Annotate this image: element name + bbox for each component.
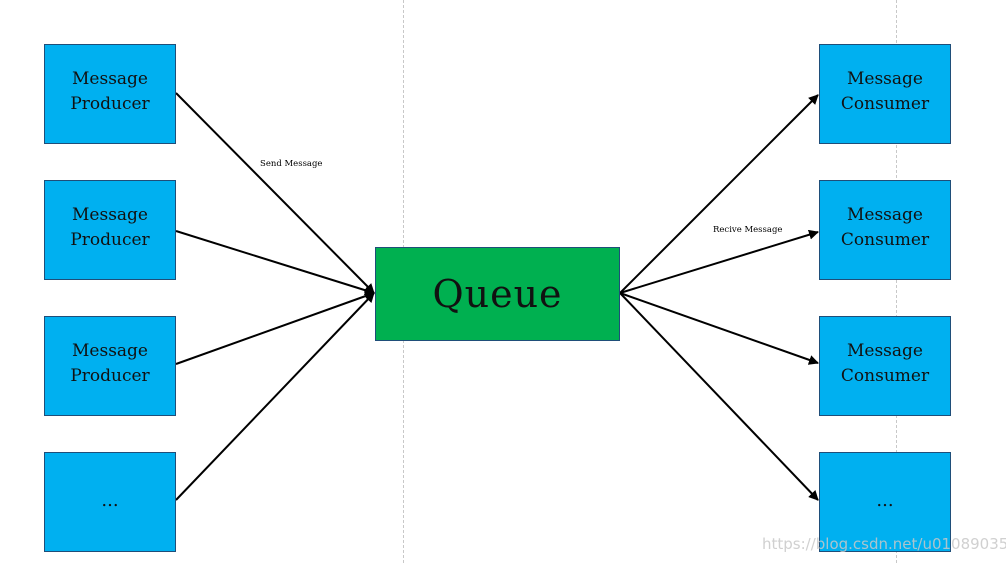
consumer-label: ... (876, 489, 894, 511)
consumer-box-3: Message Consumer (819, 316, 951, 416)
consumer-box-1: Message Consumer (819, 44, 951, 144)
receive-edge-2 (619, 229, 819, 294)
producer-label: Message Producer (70, 69, 150, 114)
producer-label: Message Producer (70, 205, 150, 250)
receive-message-label: Recive Message (713, 225, 783, 235)
consumer-label: Message Consumer (840, 69, 930, 114)
consumer-box-2: Message Consumer (819, 180, 951, 280)
producer-box-more: ... (44, 452, 176, 552)
producer-box-1: Message Producer (44, 44, 176, 144)
producer-label: Message Producer (70, 341, 150, 386)
send-edge-4 (175, 292, 375, 501)
producer-label: ... (101, 489, 119, 511)
receive-edge-3 (619, 292, 819, 365)
consumer-label: Message Consumer (840, 341, 930, 386)
receive-edge-1 (619, 94, 819, 294)
queue-box: Queue (375, 247, 620, 341)
consumer-box-more: ... (819, 452, 951, 552)
send-edge-1 (175, 92, 375, 294)
guide-line-right (896, 0, 897, 563)
consumer-label: Message Consumer (840, 205, 930, 250)
send-message-label: Send Message (260, 159, 323, 169)
queue-label: Queue (432, 272, 563, 316)
send-edge-3 (175, 291, 375, 365)
watermark: https://blog.csdn.net/u010890358 (762, 535, 1006, 553)
receive-edge-4 (619, 292, 819, 501)
send-edge-2 (175, 230, 375, 296)
producer-box-2: Message Producer (44, 180, 176, 280)
producer-box-3: Message Producer (44, 316, 176, 416)
